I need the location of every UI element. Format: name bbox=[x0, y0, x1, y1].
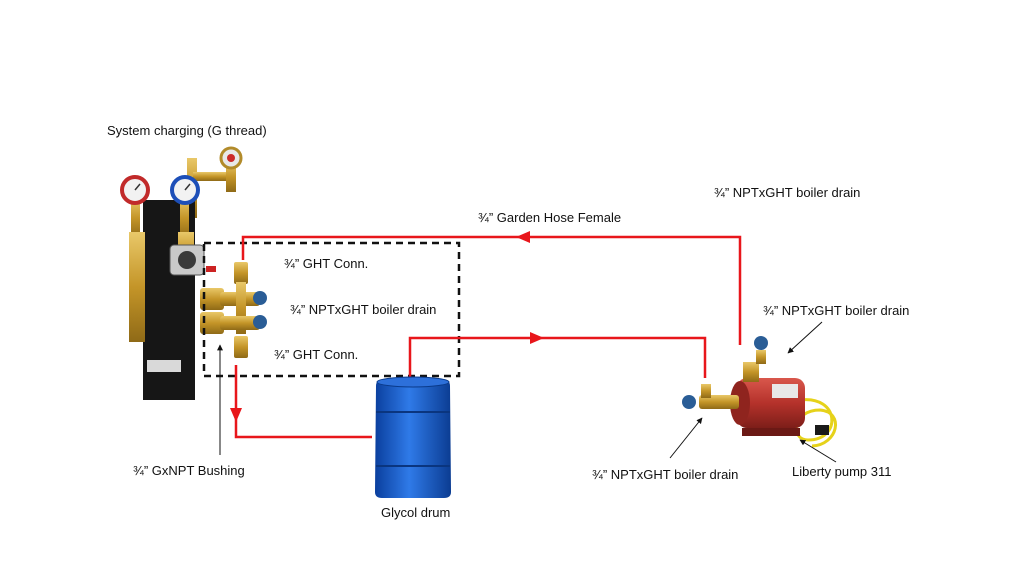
liberty-pump-label: Liberty pump 311 bbox=[792, 464, 892, 479]
garden-hose-female-label: ¾” Garden Hose Female bbox=[478, 210, 622, 225]
ght-conn-top-label: ¾” GHT Conn. bbox=[284, 256, 369, 271]
boiler-drain-pump-inlet-label: ¾” NPTxGHT boiler drain bbox=[592, 467, 739, 482]
boiler-drain-top-label: ¾” NPTxGHT boiler drain bbox=[714, 185, 861, 200]
boiler-drain-handle-icon bbox=[754, 336, 768, 350]
bushing-label: ¾” GxNPT Bushing bbox=[133, 463, 245, 478]
charging-station bbox=[120, 146, 243, 400]
ght-conn-bottom-label: ¾” GHT Conn. bbox=[274, 347, 359, 362]
boiler-drain-station-label: ¾” NPTxGHT boiler drain bbox=[290, 302, 437, 317]
pump-inlet-leader-line bbox=[669, 417, 703, 459]
connection-group-box bbox=[202, 241, 461, 378]
flow-arrow-right-icon bbox=[530, 332, 544, 344]
liberty-pump-icon bbox=[682, 336, 837, 448]
pump-leader-line bbox=[799, 439, 837, 463]
glycol-drum-label: Glycol drum bbox=[381, 505, 451, 520]
station-fill-valves bbox=[220, 262, 267, 358]
system-charging-label: System charging (G thread) bbox=[107, 123, 267, 138]
pump-outlet-leader-line bbox=[787, 321, 823, 354]
boiler-drain-pump-outlet-label: ¾” NPTxGHT boiler drain bbox=[763, 303, 910, 318]
boiler-drain-handle-icon bbox=[253, 315, 267, 329]
glycol-drum-icon bbox=[375, 376, 451, 498]
boiler-drain-handle-icon bbox=[253, 291, 267, 305]
flow-arrow-down-icon bbox=[230, 408, 242, 422]
flow-arrow-left-icon bbox=[516, 231, 530, 243]
boiler-drain-handle-icon bbox=[682, 395, 696, 409]
flow-lines bbox=[234, 235, 742, 439]
